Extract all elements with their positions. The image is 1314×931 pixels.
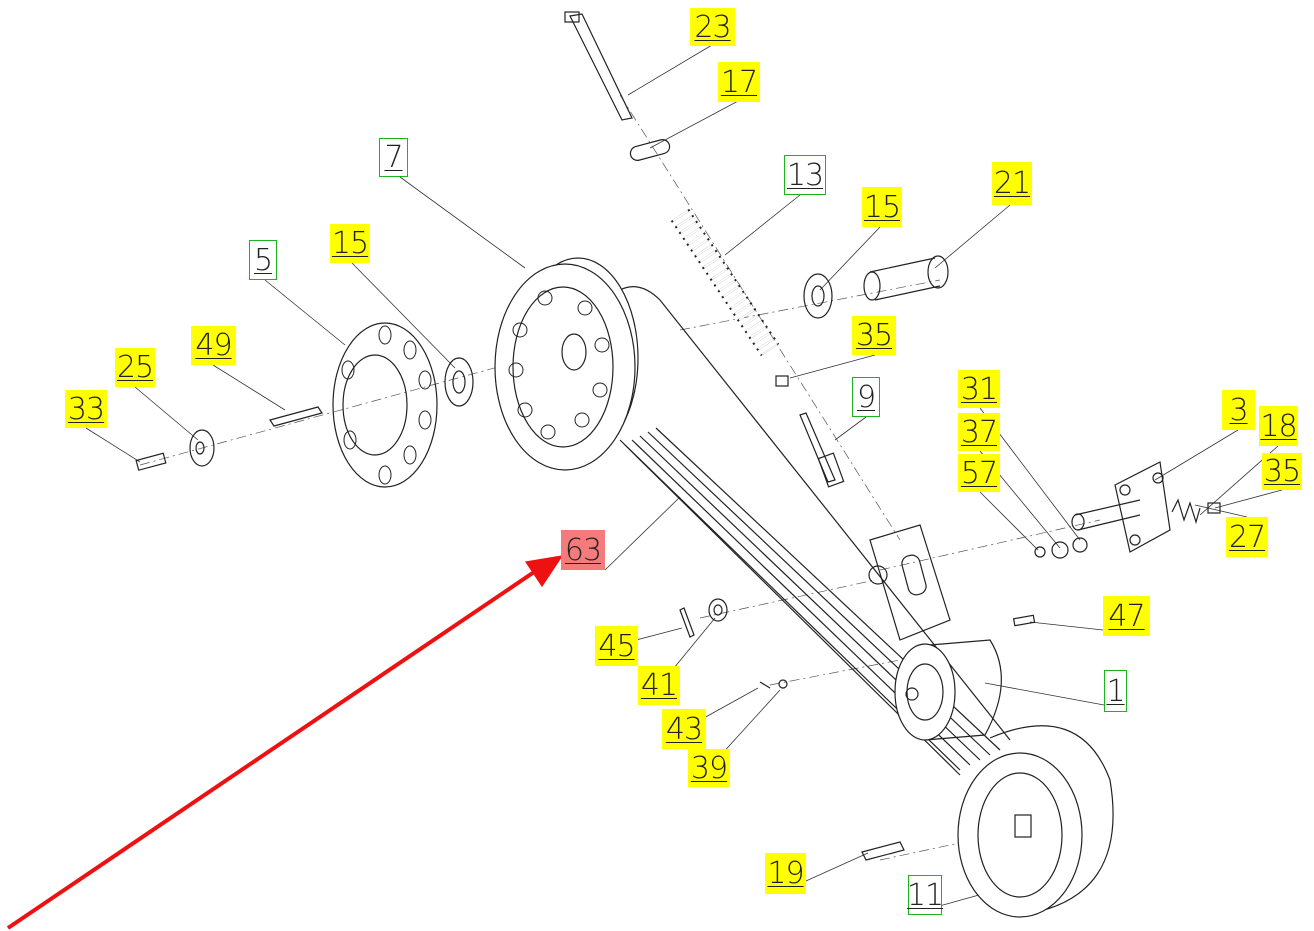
- callout-41[interactable]: 41: [638, 666, 680, 705]
- washer-41: [708, 598, 728, 622]
- callout-33[interactable]: 33: [65, 390, 107, 428]
- pointer-arrow: [6, 555, 564, 930]
- idler-roller-1: [894, 639, 1002, 741]
- callout-43[interactable]: 43: [662, 709, 706, 749]
- pin-17: [629, 139, 671, 161]
- callout-13[interactable]: 13: [784, 155, 826, 195]
- callout-15-left[interactable]: 15: [330, 224, 370, 263]
- bolt-23: [564, 11, 633, 121]
- callout-35-right[interactable]: 35: [1262, 453, 1302, 490]
- washer-15a: [803, 273, 833, 319]
- callout-1[interactable]: 1: [1104, 670, 1127, 712]
- callout-17[interactable]: 17: [718, 62, 760, 102]
- callout-39[interactable]: 39: [688, 749, 730, 787]
- callout-18[interactable]: 18: [1259, 406, 1298, 446]
- pin-43-39: [759, 679, 788, 689]
- callout-21[interactable]: 21: [992, 162, 1032, 205]
- callout-37[interactable]: 37: [958, 413, 1000, 451]
- pulley-11: [957, 725, 1114, 918]
- spring-clip-18-27: [1171, 498, 1201, 525]
- spring-13: [670, 208, 780, 357]
- nut-35a: [775, 375, 789, 387]
- callout-27[interactable]: 27: [1226, 517, 1268, 557]
- callout-11[interactable]: 11: [907, 875, 944, 915]
- callout-35-top[interactable]: 35: [852, 316, 896, 355]
- plate-3: [1071, 461, 1171, 553]
- callout-57[interactable]: 57: [958, 454, 1000, 492]
- tensioner-bracket: [868, 524, 951, 641]
- callout-19[interactable]: 19: [765, 853, 806, 894]
- center-lines: [139, 94, 1101, 861]
- bolt-33: [135, 452, 167, 471]
- rod-9: [799, 412, 845, 488]
- callout-15-right[interactable]: 15: [862, 187, 902, 227]
- callout-7[interactable]: 7: [379, 138, 408, 177]
- key-19: [861, 841, 905, 861]
- key-49: [269, 406, 323, 427]
- callout-49[interactable]: 49: [191, 326, 236, 365]
- washer-25: [189, 429, 215, 467]
- callout-25[interactable]: 25: [115, 348, 155, 387]
- pin-47: [1012, 614, 1036, 627]
- callout-9[interactable]: 9: [852, 377, 880, 417]
- nut-35b: [1207, 502, 1221, 514]
- washers-31-37-57: [1034, 537, 1088, 559]
- callout-5[interactable]: 5: [249, 240, 277, 280]
- callout-45[interactable]: 45: [595, 626, 638, 666]
- cotter-45: [679, 607, 695, 638]
- callout-31[interactable]: 31: [958, 370, 1000, 408]
- flange-5: [332, 322, 438, 488]
- pulley-7: [494, 257, 639, 471]
- callout-23[interactable]: 23: [690, 8, 735, 46]
- callout-47[interactable]: 47: [1103, 596, 1150, 636]
- washer-15b: [444, 357, 474, 407]
- sleeve-21: [863, 255, 949, 301]
- callout-63-selected[interactable]: 63: [561, 530, 605, 570]
- callout-3[interactable]: 3: [1222, 390, 1255, 430]
